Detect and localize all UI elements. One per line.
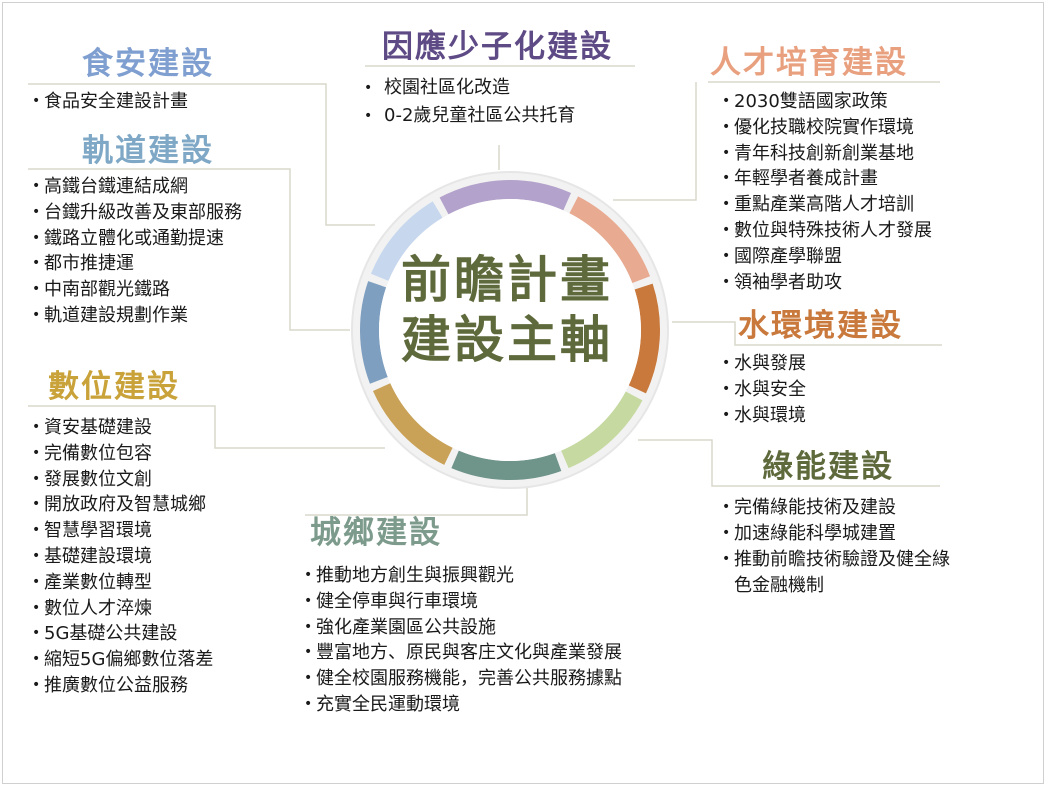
list-item: 數位與特殊技術人才發展: [722, 218, 932, 244]
rail-list: 高鐵台鐵連結成網 台鐵升級改善及東部服務 鐵路立體化或通勤提速 都市推捷運 中南…: [32, 174, 242, 329]
list-item: 推廣數位公益服務: [32, 673, 213, 699]
digital-connector: [28, 405, 385, 449]
list-item: 5G基礎公共建設: [32, 621, 213, 647]
list-item: 水與發展: [722, 351, 806, 377]
urban-rural-connector: [305, 488, 528, 516]
talent-list: 2030雙語國家政策 優化技職校院實作環境 青年科技創新創業基地 年輕學者養成計…: [722, 89, 932, 295]
talent-section: 人才培育建設: [710, 43, 908, 83]
ring-segment-talent: [569, 196, 651, 284]
food-safety-title: 食安建設: [82, 46, 214, 82]
food-safety-list: 食品安全建設計畫: [32, 89, 188, 115]
list-item: 開放政府及智慧城鄉: [32, 492, 213, 518]
list-item: 重點產業高階人才培訓: [722, 192, 932, 218]
ring-segment-green-energy: [561, 391, 643, 469]
digital-section: 數位建設: [48, 367, 180, 407]
list-item: 0-2歲兒童社區公共托育: [358, 102, 575, 130]
talent-title: 人才培育建設: [710, 45, 908, 81]
water-section: 水環境建設: [738, 306, 903, 346]
list-item: 青年科技創新創業基地: [722, 141, 932, 167]
center-title-line2: 建設主軸: [401, 311, 613, 369]
center-title: 前瞻計畫 建設主軸: [362, 250, 652, 370]
childcare-list: 校園社區化改造 0-2歲兒童社區公共托育: [358, 74, 575, 130]
ring-segment-childcare: [439, 180, 572, 215]
green-energy-section: 綠能建設: [762, 447, 894, 487]
digital-list: 資安基礎建設 完備數位包容 發展數位文創 開放政府及智慧城鄉 智慧學習環境 基礎…: [32, 415, 213, 699]
green-energy-connector: [638, 439, 940, 487]
list-item: 加速綠能科學城建置: [722, 521, 950, 547]
list-item: 推動地方創生與振興觀光: [304, 563, 622, 589]
list-item: 產業數位轉型: [32, 570, 213, 596]
list-item: 軌道建設規劃作業: [32, 303, 242, 329]
ring-segment-digital: [372, 383, 453, 465]
rail-title: 軌道建設: [82, 133, 214, 169]
list-item: 中南部觀光鐵路: [32, 277, 242, 303]
ring-segments: [359, 180, 660, 480]
list-item: 縮短5G偏鄉數位落差: [32, 647, 213, 673]
list-item: 食品安全建設計畫: [32, 89, 188, 115]
list-item: 資安基礎建設: [32, 415, 213, 441]
childcare-section: 因應少子化建設: [382, 27, 613, 67]
green-energy-continuation: 色金融機制: [734, 575, 824, 596]
list-item: 數位人才淬煉: [32, 596, 213, 622]
list-item: 完備數位包容: [32, 441, 213, 467]
water-connector: [672, 321, 942, 346]
food-safety-connector: [28, 83, 375, 226]
list-item: 年輕學者養成計畫: [722, 166, 932, 192]
green-energy-title: 綠能建設: [762, 449, 894, 485]
ring-inner: [379, 199, 641, 461]
ring-segment-urban-rural: [451, 450, 562, 480]
list-item: 2030雙語國家政策: [722, 89, 932, 115]
list-item: 領袖學者助攻: [722, 270, 932, 296]
childcare-title: 因應少子化建設: [382, 29, 613, 65]
rail-connector: [28, 168, 350, 331]
food-safety-section: 食安建設: [82, 44, 214, 84]
ring-segment-rail: [359, 281, 388, 384]
list-item: 鐵路立體化或通勤提速: [32, 226, 242, 252]
list-item: 高鐵台鐵連結成網: [32, 174, 242, 200]
urban-rural-section: 城鄉建設: [310, 513, 442, 553]
water-list: 水與發展 水與安全 水與環境: [722, 351, 806, 428]
list-item: 充實全民運動環境: [304, 692, 622, 718]
center-title-line1: 前瞻計畫: [401, 251, 613, 309]
list-item: 優化技職校院實作環境: [722, 115, 932, 141]
ring-segment-water: [628, 283, 660, 394]
list-item: 基礎建設環境: [32, 544, 213, 570]
digital-title: 數位建設: [48, 369, 180, 405]
list-item: 健全校園服務機能，完善公共服務據點: [304, 666, 622, 692]
list-item: 台鐵升級改善及東部服務: [32, 200, 242, 226]
list-item: 強化產業園區公共設施: [304, 615, 622, 641]
urban-rural-list: 推動地方創生與振興觀光 健全停車與行車環境 強化產業園區公共設施 豐富地方、原民…: [304, 563, 622, 718]
ring-segment-food-safety: [370, 201, 443, 281]
list-item: 豐富地方、原民與客庄文化與產業發展: [304, 640, 622, 666]
list-item: 智慧學習環境: [32, 518, 213, 544]
talent-stem: [613, 82, 697, 201]
list-item: 國際產學聯盟: [722, 244, 932, 270]
list-item: 水與環境: [722, 403, 806, 429]
urban-rural-title: 城鄉建設: [310, 515, 442, 551]
green-energy-list: 完備綠能技術及建設 加速綠能科學城建置 推動前瞻技術驗證及健全綠: [722, 495, 950, 572]
list-item: 發展數位文創: [32, 467, 213, 493]
list-item: 推動前瞻技術驗證及健全綠: [722, 547, 950, 573]
list-item: 水與安全: [722, 377, 806, 403]
rail-section: 軌道建設: [82, 131, 214, 171]
list-item: 校園社區化改造: [358, 74, 575, 102]
water-title: 水環境建設: [738, 308, 903, 344]
list-item: 健全停車與行車環境: [304, 589, 622, 615]
list-item: 都市推捷運: [32, 251, 242, 277]
list-item: 完備綠能技術及建設: [722, 495, 950, 521]
